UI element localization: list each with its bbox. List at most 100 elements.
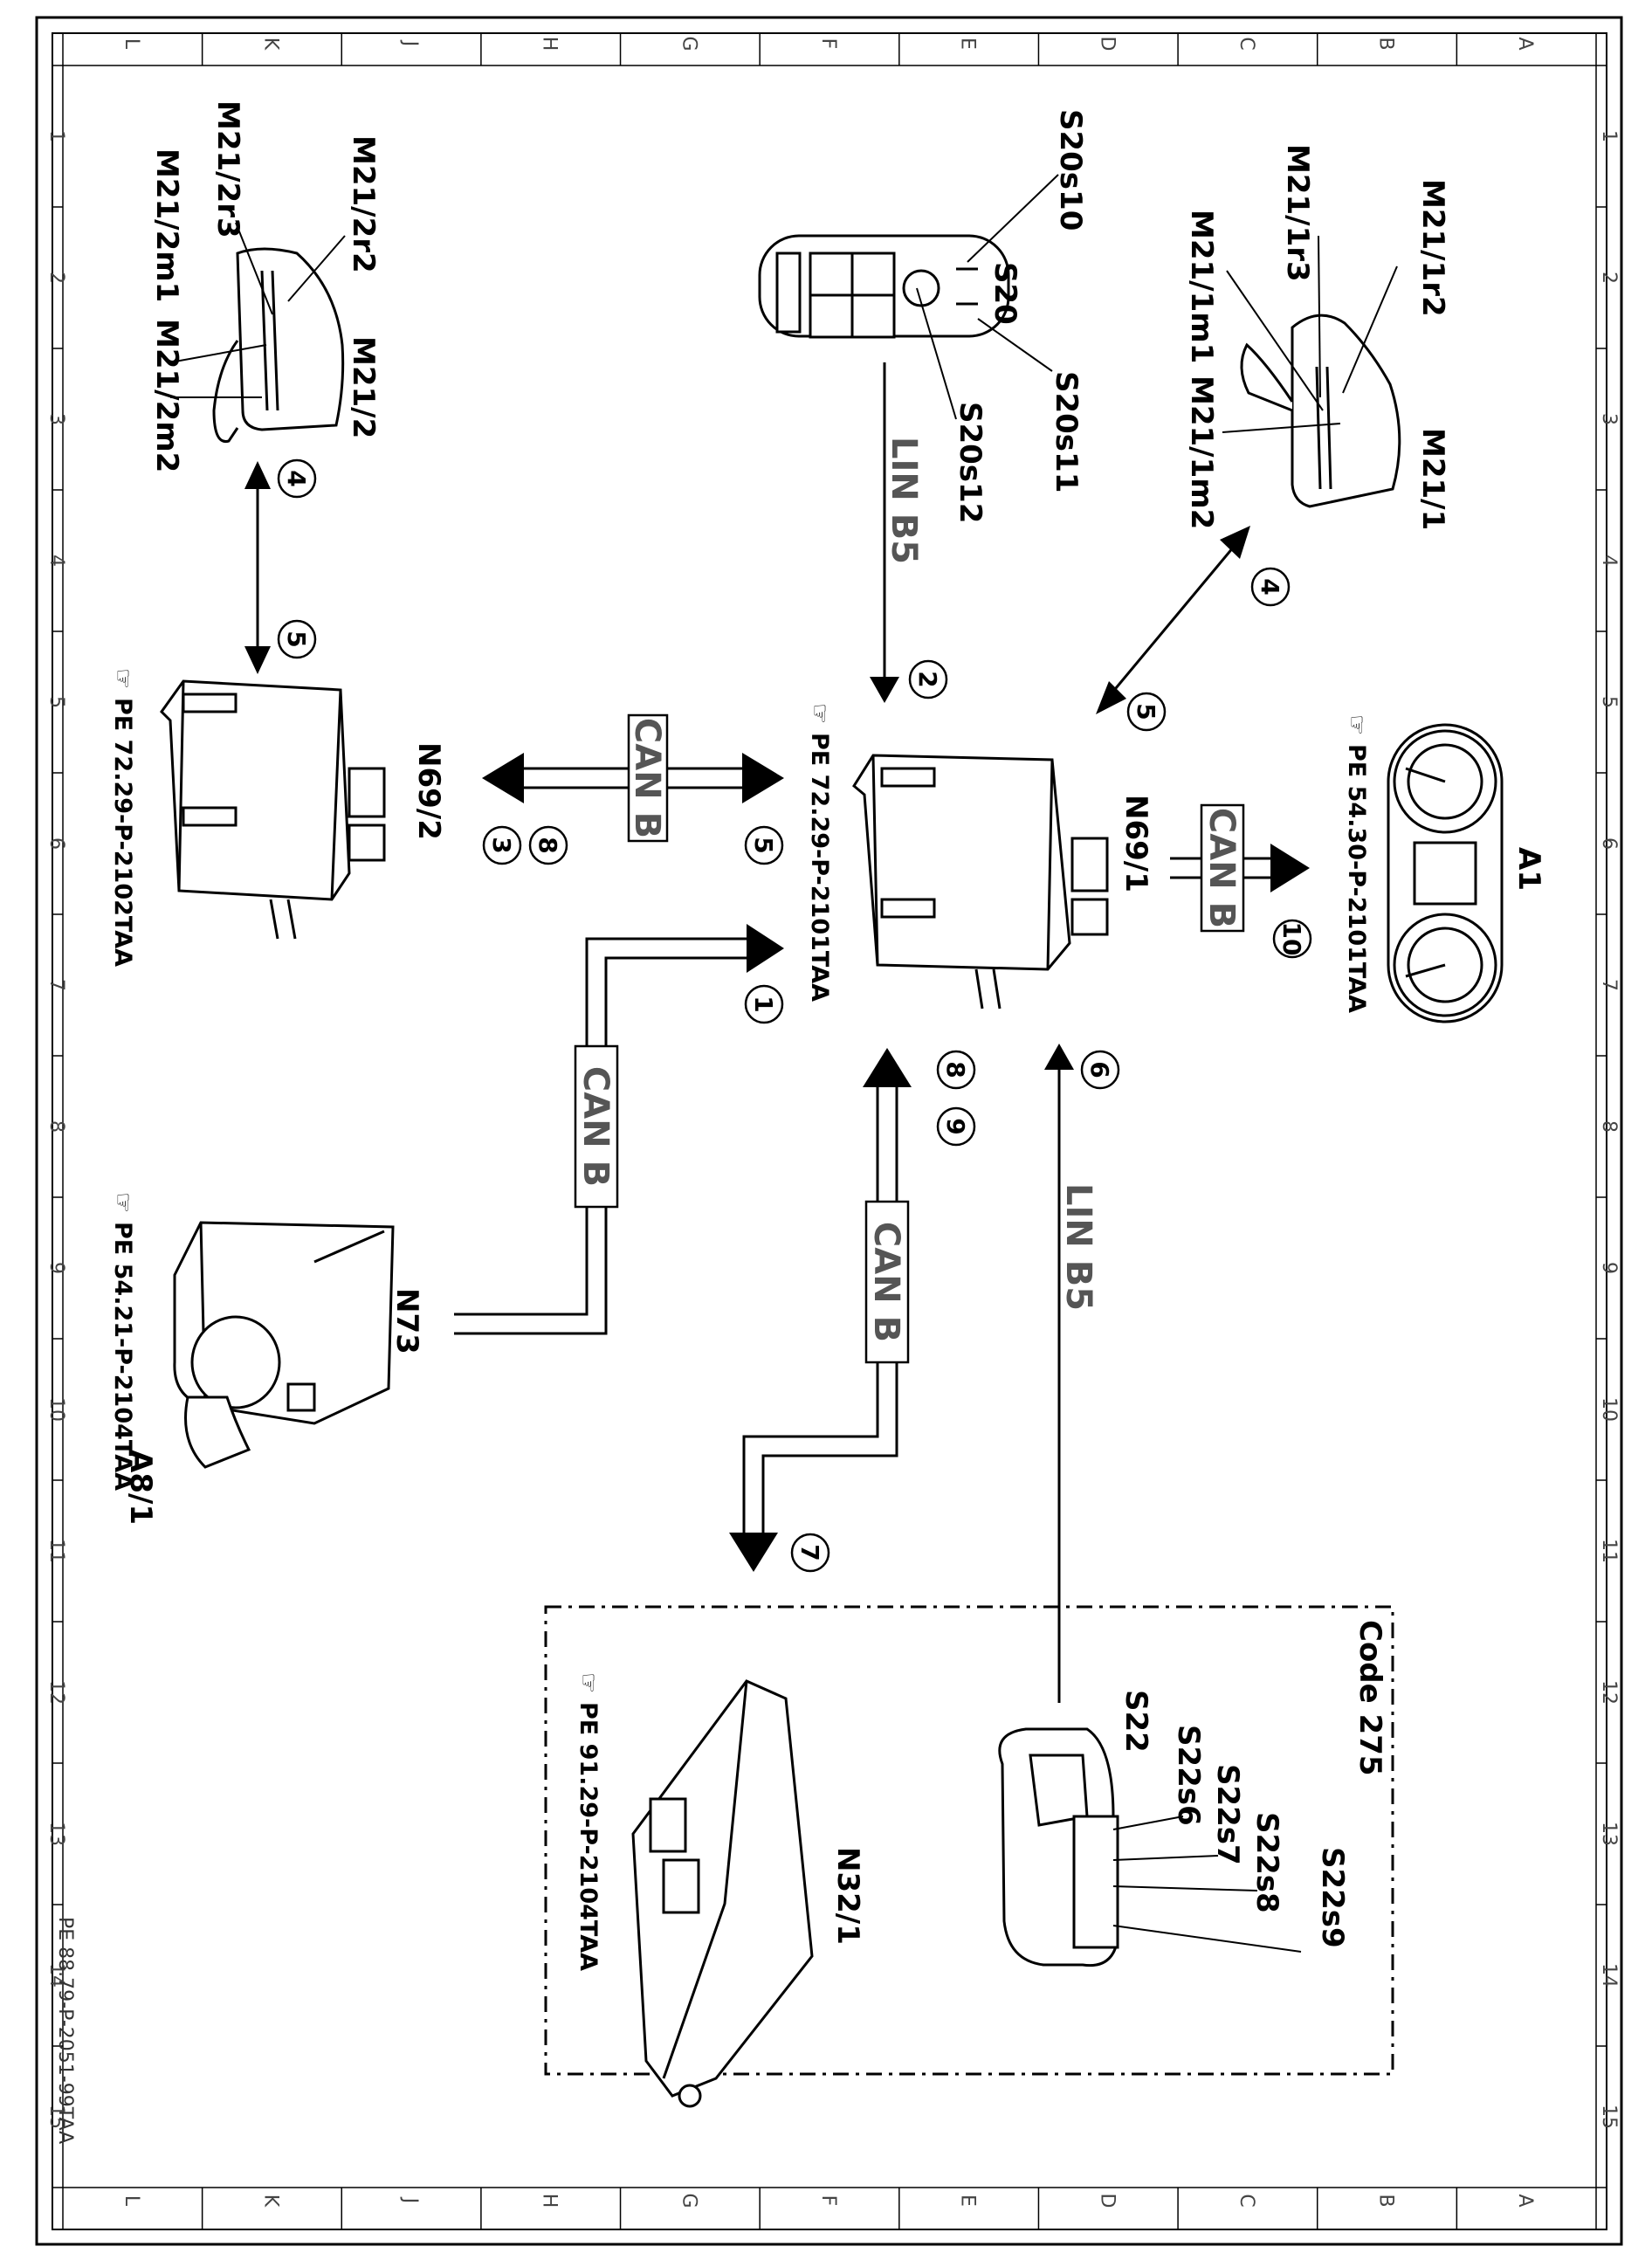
step-circle: 8: [528, 825, 568, 865]
svg-text:1: 1: [749, 996, 778, 1012]
svg-text:6: 6: [1085, 1061, 1114, 1078]
label-n69-2: N69/2: [411, 742, 446, 840]
grid-number-right-4: 5: [1598, 696, 1620, 708]
label-s20s11: S20s11: [1049, 371, 1084, 493]
label-n69-1: N69/1: [1119, 795, 1153, 892]
can-label-n73: CAN B: [574, 1044, 619, 1209]
svg-text:PE 72.29-P-2102TAA: PE 72.29-P-2102TAA: [109, 698, 136, 967]
grid-letter-bottom-9: B: [1375, 2194, 1397, 2207]
step-markers: 1 2 3 4 4 5 5 5 6 7 8 8 9 10: [277, 458, 1312, 1573]
grid-number-left-11: 12: [45, 1680, 67, 1705]
grid-number-right-0: 1: [1598, 130, 1620, 142]
grid-number-right-10: 11: [1598, 1539, 1620, 1563]
svg-text:CAN B: CAN B: [575, 1066, 616, 1187]
lin-label-s20: LIN B5: [884, 437, 924, 564]
grid-letter-bottom-0: L: [120, 2195, 142, 2207]
grid-number-right-6: 7: [1598, 979, 1620, 991]
svg-text:5: 5: [1132, 703, 1160, 720]
svg-text:PE 54.21-P-2104TAA: PE 54.21-P-2104TAA: [109, 1222, 136, 1491]
hand-pointer-icon: ☞: [109, 1192, 136, 1213]
label-m21-1r3: M21/1r3: [1280, 144, 1315, 282]
grid-letter-top-6: E: [957, 38, 979, 50]
control-unit-n69-2: [160, 679, 386, 940]
label-s22: S22: [1119, 1690, 1153, 1753]
step-circle: 9: [936, 1106, 976, 1147]
leader-lines: [169, 174, 1398, 1953]
step-circle: 5: [744, 825, 784, 865]
grid-number-left-2: 3: [45, 413, 67, 425]
label-m21-1: M21/1: [1415, 428, 1450, 530]
label-n32-1: N32/1: [830, 1847, 865, 1945]
can-label-n321: CAN B: [864, 1200, 910, 1364]
can-label-n692-n691: CAN B: [627, 713, 669, 843]
label-s22s9: S22s9: [1315, 1847, 1350, 1948]
step-circle: 5: [1126, 692, 1167, 732]
grid-number-left-5: 6: [45, 837, 67, 850]
label-n73: N73: [389, 1288, 424, 1354]
grid-number-right-9: 10: [1598, 1397, 1620, 1422]
grid-letter-top-1: K: [259, 38, 281, 51]
step-circle: 6: [1080, 1050, 1120, 1090]
label-m21-2m1: M21/2m1: [149, 148, 184, 302]
document-id: PE 88.79-P-2051-99TAA: [54, 1917, 76, 2144]
component-labels: M21/2 M21/2r2 M21/2r3 M21/2m1 M21/2m2 S2…: [123, 100, 1546, 1948]
grid-number-left-14: 15: [45, 2105, 67, 2129]
grid-number-right-5: 6: [1598, 837, 1620, 850]
grid-number-right-3: 4: [1598, 555, 1620, 567]
grid-letter-top-4: G: [678, 36, 699, 51]
label-s22s6: S22s6: [1171, 1725, 1206, 1826]
frame: [35, 16, 1623, 2246]
label-s20s12: S20s12: [953, 402, 988, 523]
switch-s20: [758, 234, 1010, 339]
label-m21-1r2: M21/1r2: [1415, 179, 1450, 317]
grid-letter-bottom-10: A: [1514, 2194, 1536, 2207]
svg-text:PE 91.29-P-2104TAA: PE 91.29-P-2104TAA: [575, 1702, 602, 1971]
grid-number-right-11: 12: [1598, 1680, 1620, 1705]
svg-text:CAN B: CAN B: [866, 1222, 906, 1342]
grid-letter-top-5: F: [817, 38, 839, 50]
grid-number-right-2: 3: [1598, 413, 1620, 425]
svg-text:4: 4: [282, 470, 311, 486]
svg-text:8: 8: [941, 1061, 970, 1078]
pe-ref-n69-1: ☞ PE 72.29-P-2101TAA: [806, 703, 833, 1002]
step-circle: 8: [936, 1050, 976, 1090]
svg-text:10: 10: [1277, 922, 1306, 956]
pe-ref-a1: ☞ PE 54.30-P-2101TAA: [1343, 714, 1370, 1013]
pe-ref-n69-2: ☞ PE 72.29-P-2102TAA: [109, 668, 136, 967]
grid-number-right-1: 2: [1598, 272, 1620, 284]
svg-text:4: 4: [1256, 578, 1284, 595]
grid-number-left-3: 4: [45, 555, 67, 567]
svg-text:2: 2: [913, 671, 942, 687]
grid-number-left-13: 14: [45, 1963, 67, 1988]
hand-pointer-icon: ☞: [575, 1672, 602, 1693]
grid-letter-bottom-4: G: [678, 2193, 699, 2208]
grid-ticks: [52, 33, 1607, 2229]
svg-text:9: 9: [941, 1118, 970, 1134]
grid-letter-top-2: J: [399, 39, 421, 47]
step-circle: 3: [482, 825, 522, 865]
grid-number-right-8: 9: [1598, 1262, 1620, 1274]
grid-number-left-10: 11: [45, 1539, 67, 1563]
svg-text:5: 5: [749, 837, 778, 853]
grid-number-right-12: 13: [1598, 1822, 1620, 1846]
label-m21-2: M21/2: [346, 336, 381, 438]
svg-text:7: 7: [795, 1544, 824, 1561]
grid-number-right-7: 8: [1598, 1120, 1620, 1133]
instrument-cluster-a1: [1387, 723, 1504, 1023]
lin-label-s22: LIN B5: [1058, 1183, 1098, 1311]
label-m21-2r2: M21/2r2: [346, 135, 381, 273]
pe-references: ☞ PE 72.29-P-2102TAA ☞ PE 72.29-P-2101TA…: [109, 668, 1370, 1971]
grid-number-left-4: 5: [45, 696, 67, 708]
grid-number-left-6: 7: [45, 979, 67, 991]
hand-pointer-icon: ☞: [1343, 714, 1370, 735]
step-circle: 1: [744, 984, 784, 1024]
label-m21-2m2: M21/2m2: [149, 319, 184, 472]
ignition-a8-1: [173, 1221, 395, 1469]
grid-letter-bottom-1: K: [259, 2195, 281, 2208]
pe-ref-a8-1: ☞ PE 54.21-P-2104TAA: [109, 1192, 136, 1491]
svg-text:PE 72.29-P-2101TAA: PE 72.29-P-2101TAA: [806, 733, 833, 1002]
module-n32-1: [631, 1679, 814, 2108]
